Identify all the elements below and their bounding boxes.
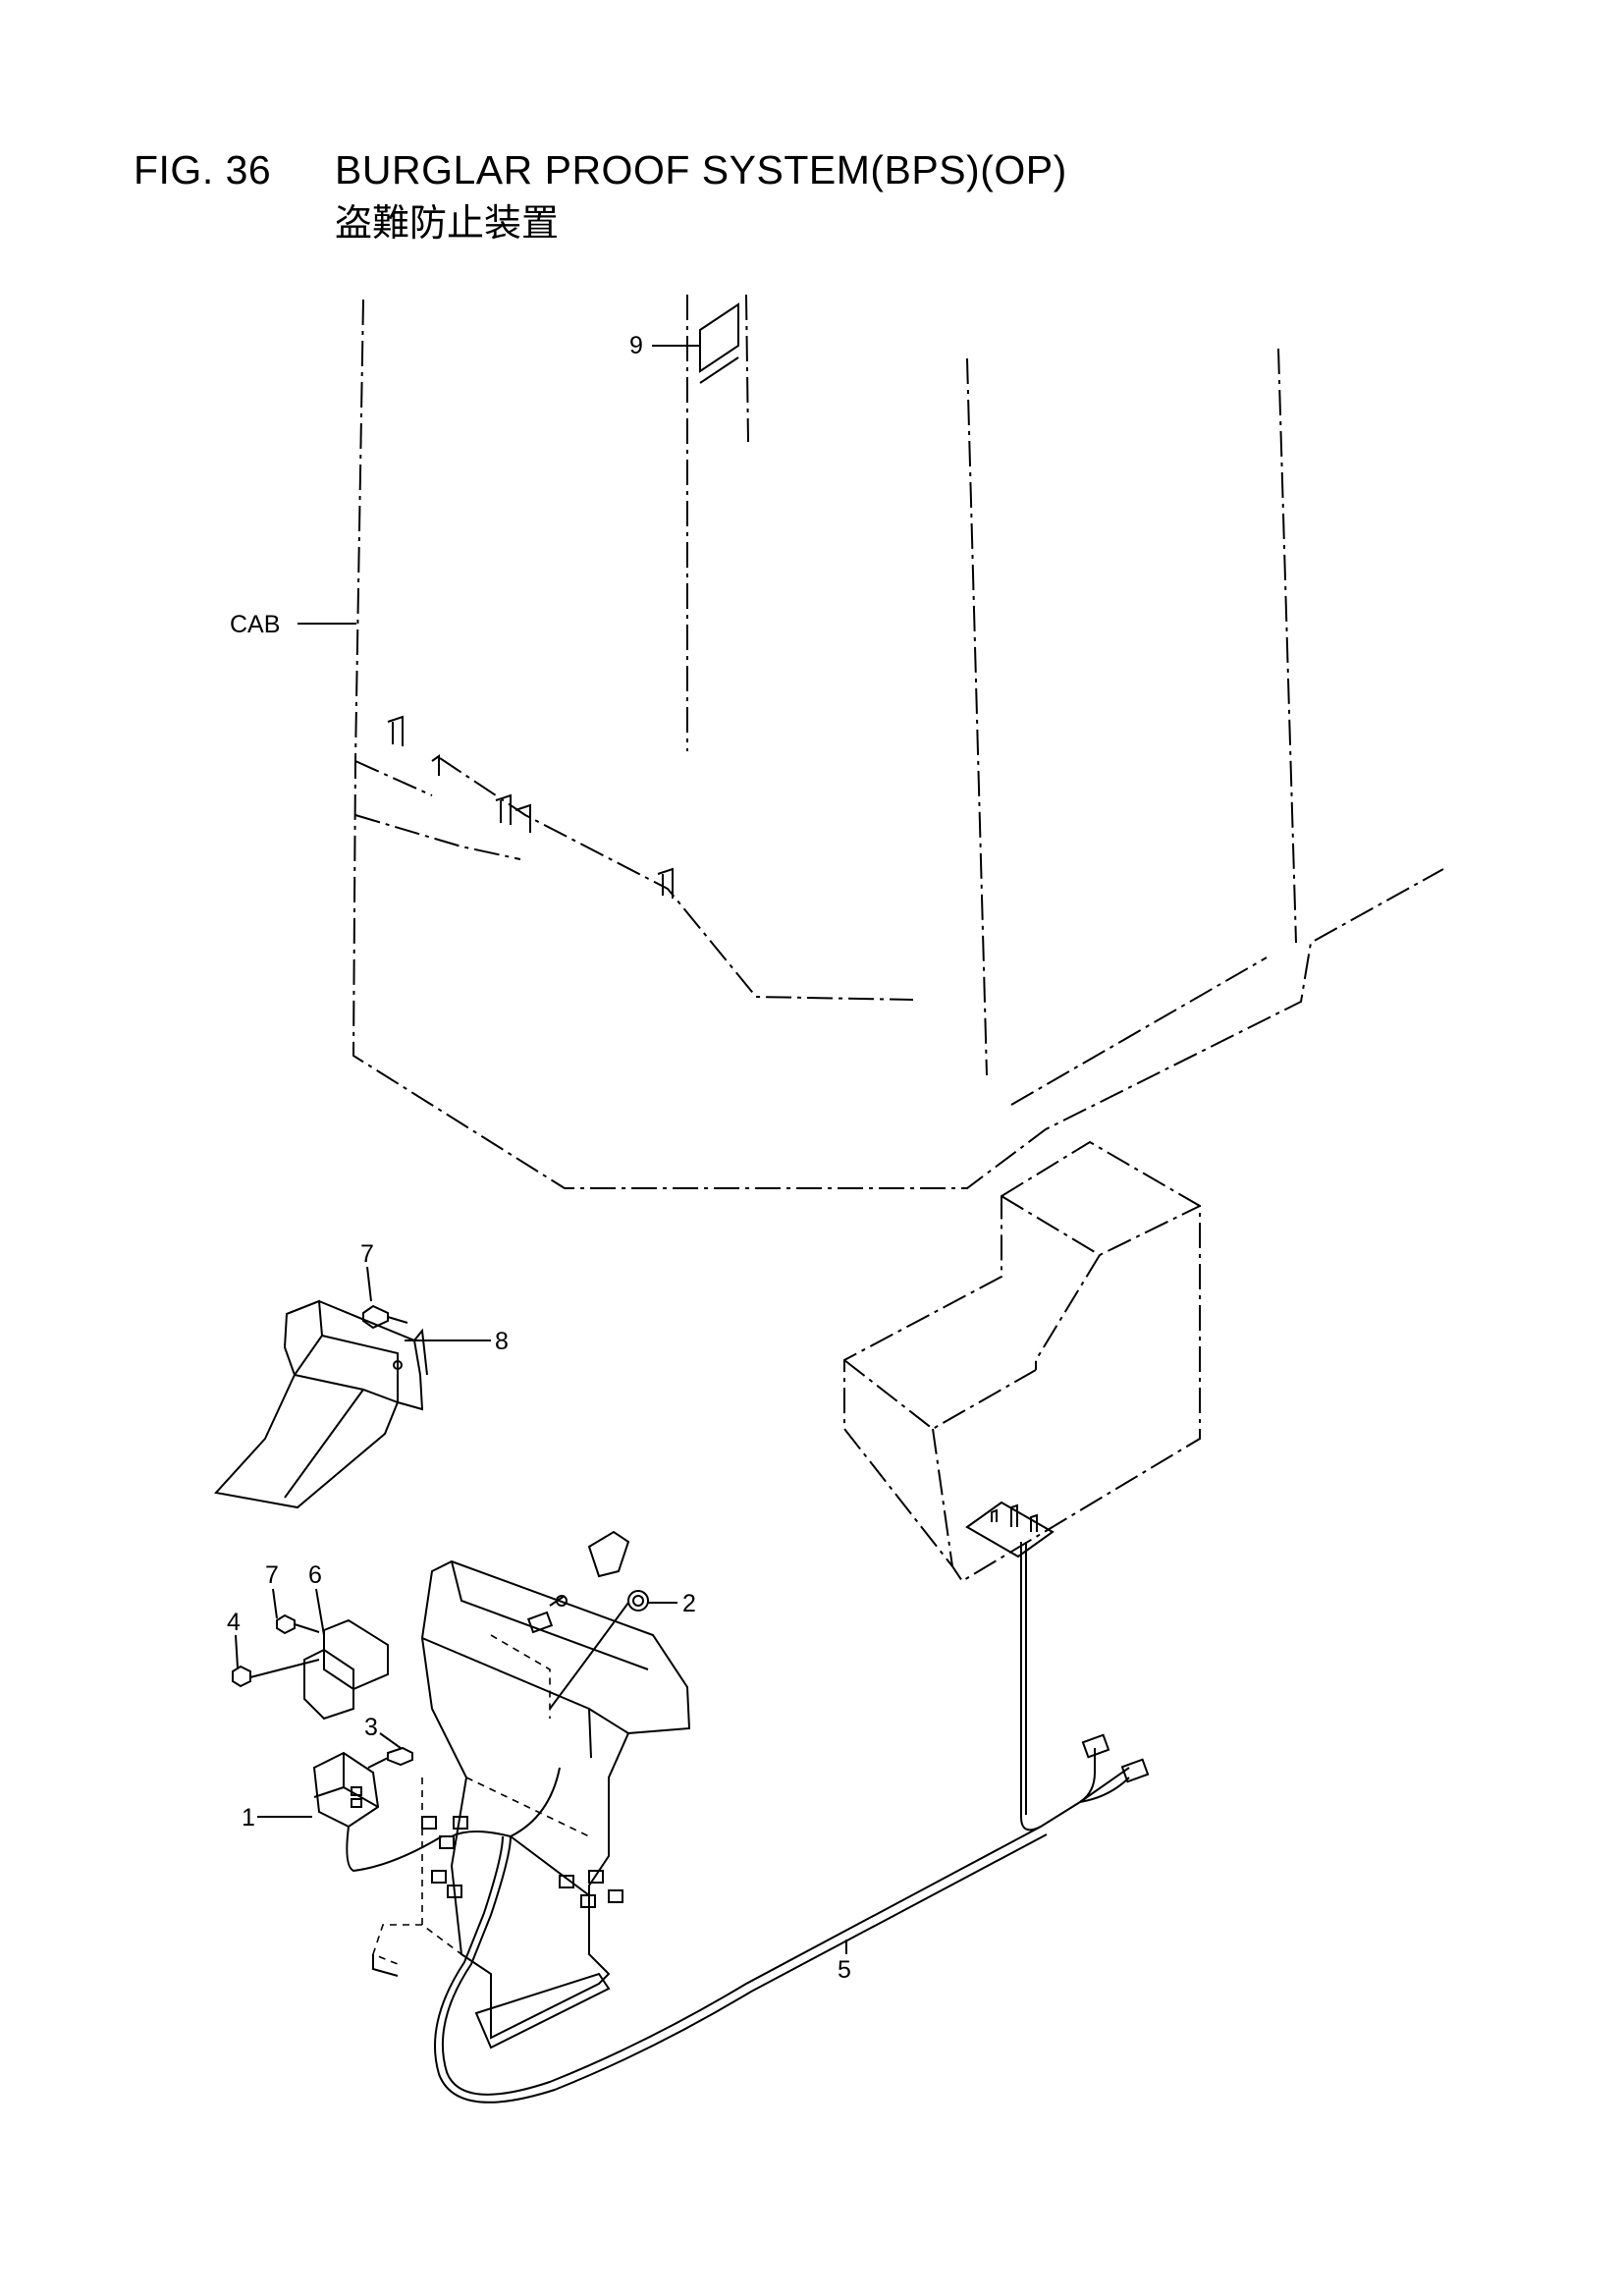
- cab-outline: [352, 294, 1444, 1189]
- part-6-bracket: [232, 1613, 389, 1721]
- callout-8: 8: [495, 1328, 509, 1355]
- callout-3: 3: [364, 1714, 378, 1741]
- part-2-switch: [549, 1530, 649, 1710]
- callout-leaders: [235, 345, 847, 1954]
- figure-title: BURGLAR PROOF SYSTEM(BPS)(OP): [335, 147, 1067, 192]
- callout-7-top: 7: [360, 1240, 374, 1268]
- callout-7-mid: 7: [265, 1561, 279, 1589]
- callout-2: 2: [682, 1590, 696, 1617]
- callout-cab: CAB: [230, 611, 280, 638]
- steering-column: [372, 1559, 691, 2050]
- callout-4: 4: [227, 1609, 241, 1636]
- callout-5: 5: [838, 1956, 851, 1984]
- callout-9: 9: [629, 332, 643, 359]
- part-9-label-decal: [699, 302, 739, 384]
- figure-number: FIG. 36: [134, 147, 272, 192]
- console-box: [843, 1140, 1201, 1583]
- figure-subtitle: 盗難防止装置: [335, 201, 560, 245]
- part-1-controller: [312, 1746, 443, 1873]
- callout-6: 6: [308, 1561, 322, 1589]
- callout-1: 1: [242, 1804, 255, 1831]
- side-cover: [214, 1299, 428, 1509]
- part-5-harness: [434, 1542, 1150, 2104]
